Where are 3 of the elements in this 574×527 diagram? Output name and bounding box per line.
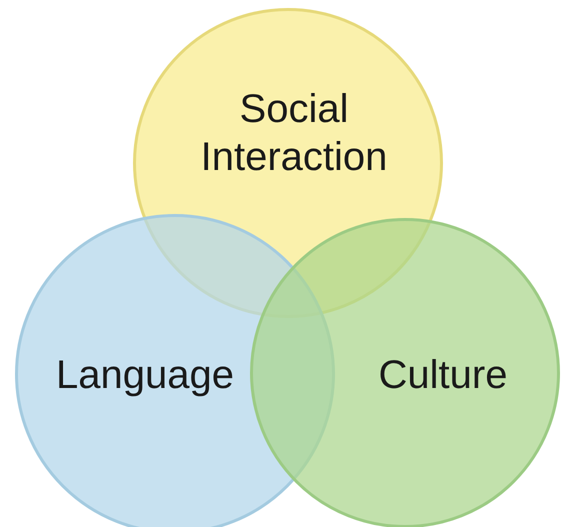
circle-label: Language [55,352,235,399]
circle-label: Culture [378,352,508,399]
circle-label: Social Interaction [200,86,388,181]
